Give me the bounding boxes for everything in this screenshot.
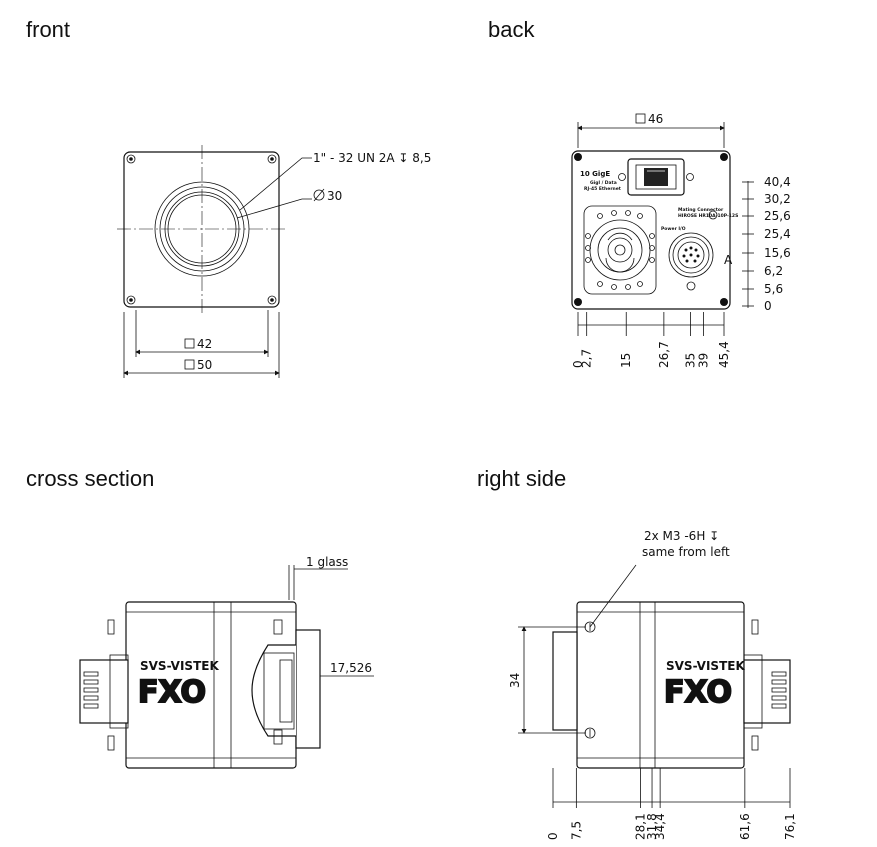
- back-right-dim-label: 5,6: [764, 282, 783, 296]
- hirose-connector-icon: [668, 232, 714, 291]
- square-symbol-icon: [184, 359, 195, 370]
- side-bottom-dim-label: 31,8: [645, 813, 659, 840]
- screw-note-secondary: same from left: [642, 545, 730, 559]
- diameter-value: 30: [327, 189, 342, 203]
- back-right-dim-label: 30,2: [764, 192, 791, 206]
- brand-maker: SVS-VISTEK: [140, 659, 219, 673]
- glass-thickness: 1 glass: [306, 555, 348, 569]
- back-bottom-dim-label: 26,7: [657, 341, 671, 368]
- back-right-dim-label: 25,6: [764, 209, 791, 223]
- label-hirose: HIROSE HR10A-10P-12S: [678, 213, 738, 219]
- label-mating: Mating Connector: [678, 207, 724, 213]
- screw-note: 2x M3 -6H ↧: [644, 529, 719, 543]
- view-title-back: back: [488, 17, 535, 42]
- back-right-dim-label: 25,4: [764, 227, 791, 241]
- side-bottom-dim-label: 61,6: [738, 813, 752, 840]
- cross-section-view: 1 glass 17,526 SVS-VISTEK FXO: [79, 555, 374, 769]
- back-bottom-dim-label: 35: [684, 353, 698, 368]
- view-title-cross-section: cross section: [26, 466, 154, 491]
- fan-grille-icon: [585, 210, 655, 290]
- view-title-right-side: right side: [477, 466, 566, 491]
- flange-distance: 17,526: [330, 661, 372, 675]
- brand-model: FXO: [138, 675, 206, 710]
- back-right-dim-label: 0: [764, 299, 772, 313]
- side-bottom-dim-label: 76,1: [783, 813, 797, 840]
- heat-sink-fins-icon: [83, 671, 99, 709]
- back-right-dim-label: 6,2: [764, 264, 783, 278]
- back-right-dim-label: 40,4: [764, 175, 791, 189]
- diameter-icon: [313, 188, 325, 202]
- mounting-hole-icon: [574, 153, 728, 306]
- back-right-dims: 40,4 30,2 25,6 25,4 15,6 6,2 5,6 0: [742, 175, 791, 313]
- back-bottom-dim-label: 45,4: [717, 341, 731, 368]
- brand-model: FXO: [664, 675, 732, 710]
- label-power: Power I/O: [661, 226, 686, 232]
- heat-sink-fins-icon: [771, 671, 787, 709]
- status-led-icon: [708, 210, 718, 220]
- back-view: 46 10 GigE Gigl / Data RJ-45 Ethernet Ma…: [571, 112, 791, 368]
- view-title-front: front: [26, 17, 70, 42]
- brand-maker: SVS-VISTEK: [666, 659, 745, 673]
- dim-height: 34: [508, 673, 522, 688]
- square-symbol-icon: [184, 338, 195, 349]
- label-gbps: Gigl / Data: [590, 180, 617, 186]
- side-bottom-dim-label: 0: [546, 832, 560, 840]
- back-bottom-dim-label: 2,7: [580, 349, 594, 368]
- side-bottom-dim-label: 34,4: [653, 813, 667, 840]
- thread-spec: 1" - 32 UN 2A ↧ 8,5: [313, 151, 431, 165]
- rj45-port-icon: [618, 158, 694, 196]
- side-bottom-dims: 0 7,5 28,131,834,4 61,6 76,1: [546, 768, 797, 840]
- lens-mount-thread: [154, 181, 250, 277]
- dim-inner-square: 42: [197, 337, 212, 351]
- side-bottom-dim-label: 7,5: [569, 821, 583, 840]
- right-side-view: 2x M3 -6H ↧ same from left SVS-VISTEK FX…: [508, 529, 797, 840]
- front-view: 1" - 32 UN 2A ↧ 8,5 30 42 50: [117, 145, 431, 378]
- side-bottom-dim-label: 28,1: [634, 813, 648, 840]
- back-bottom-dim-label: 0: [571, 360, 585, 368]
- label-10gige: 10 GigE: [580, 170, 610, 178]
- dim-outer-square: 50: [197, 358, 212, 372]
- label-rj45: RJ-45 Ethernet: [584, 186, 622, 192]
- back-right-dim-label: 15,6: [764, 246, 791, 260]
- square-symbol-icon: [635, 113, 646, 124]
- mounting-hole-icon: [126, 154, 277, 305]
- back-bottom-dim-label: 39: [696, 353, 710, 368]
- back-bottom-dim-label: 15: [619, 353, 633, 368]
- reference-point-a: A: [724, 253, 733, 267]
- dim-back-width: 46: [648, 112, 663, 126]
